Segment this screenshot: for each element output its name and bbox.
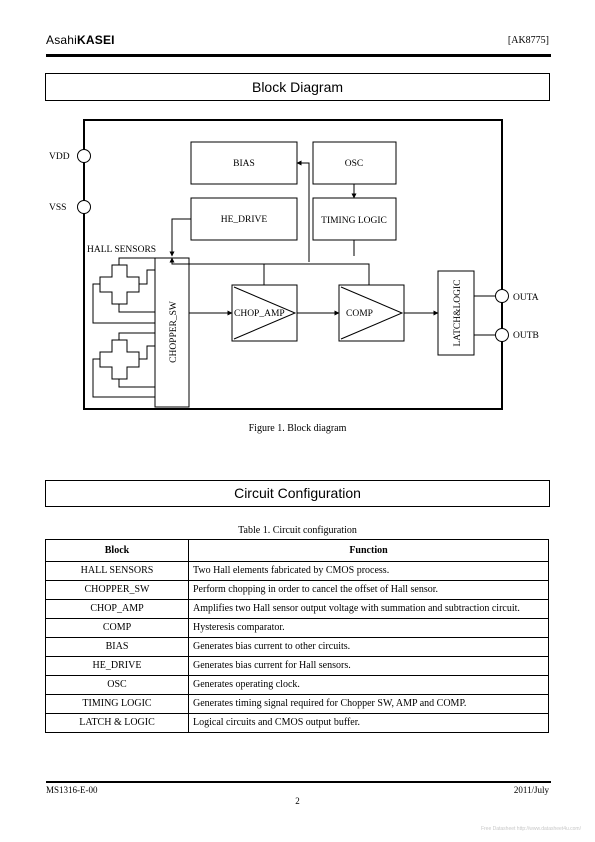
vdd-label: VDD — [49, 152, 70, 162]
hall-sensor-1 — [99, 264, 140, 305]
comp-label: COMP — [346, 309, 373, 319]
footer-rule — [46, 781, 551, 783]
block-cell: OSC — [45, 675, 189, 695]
timing-logic-label: TIMING LOGIC — [321, 216, 387, 226]
company-logo: AsahiKASEI — [46, 33, 115, 47]
section-title-circuit-configuration: Circuit Configuration — [45, 480, 550, 507]
function-cell: Generates bias current for Hall sensors. — [188, 656, 549, 676]
block-cell: TIMING LOGIC — [45, 694, 189, 714]
function-cell: Generates bias current to other circuits… — [188, 637, 549, 657]
block-cell: HALL SENSORS — [45, 561, 189, 581]
vss-pin — [77, 200, 91, 214]
chip-outline — [83, 119, 503, 410]
function-cell: Two Hall elements fabricated by CMOS pro… — [188, 561, 549, 581]
chop-amp-label: CHOP_AMP — [234, 309, 285, 319]
function-cell: Hysteresis comparator. — [188, 618, 549, 638]
logo-kasei: KASEI — [77, 33, 115, 47]
function-cell: Amplifies two Hall sensor output voltage… — [188, 599, 549, 619]
section-title-block-diagram: Block Diagram — [45, 73, 550, 101]
figure-caption: Figure 1. Block diagram — [248, 423, 347, 434]
block-diagram: VDD VSS OUTA OUTB BIAS OSC HE_DRIVE TIMI… — [49, 119, 539, 410]
outa-label: OUTA — [513, 293, 539, 303]
header-rule — [46, 54, 551, 57]
hall-sensor-2 — [99, 339, 140, 380]
column-header: Function — [188, 539, 549, 562]
block-cell: BIAS — [45, 637, 189, 657]
column-header: Block — [45, 539, 189, 562]
document-date: 2011/July — [513, 785, 549, 795]
latch-logic-label: LATCH&LOGIC — [453, 279, 463, 346]
function-cell: Logical circuits and CMOS output buffer. — [188, 713, 549, 733]
logo-asahi: Asahi — [46, 33, 78, 47]
block-cell: CHOPPER_SW — [45, 580, 189, 600]
vdd-pin — [77, 149, 91, 163]
block-cell: COMP — [45, 618, 189, 638]
outa-pin — [495, 289, 509, 303]
part-number: [AK8775] — [507, 35, 549, 46]
hall-sensors-label: HALL SENSORS — [87, 245, 156, 255]
function-cell: Generates operating clock. — [188, 675, 549, 695]
function-cell: Generates timing signal required for Cho… — [188, 694, 549, 714]
outb-label: OUTB — [513, 331, 539, 341]
bias-label: BIAS — [233, 159, 255, 169]
table-caption: Table 1. Circuit configuration — [238, 525, 357, 536]
page-number: 2 — [295, 796, 300, 806]
osc-label: OSC — [345, 159, 363, 169]
function-cell: Perform chopping in order to cancel the … — [188, 580, 549, 600]
outb-pin — [495, 328, 509, 342]
block-cell: CHOP_AMP — [45, 599, 189, 619]
block-cell: HE_DRIVE — [45, 656, 189, 676]
watermark: Free Datasheet http://www.datasheet4u.co… — [480, 826, 581, 832]
document-id: MS1316-E-00 — [46, 785, 98, 795]
table-header-row: Block Function — [45, 539, 549, 562]
block-cell: LATCH & LOGIC — [45, 713, 189, 733]
he-drive-label: HE_DRIVE — [221, 215, 268, 225]
vss-label: VSS — [49, 203, 66, 213]
chopper-sw-label: CHOPPER_SW — [169, 301, 179, 363]
